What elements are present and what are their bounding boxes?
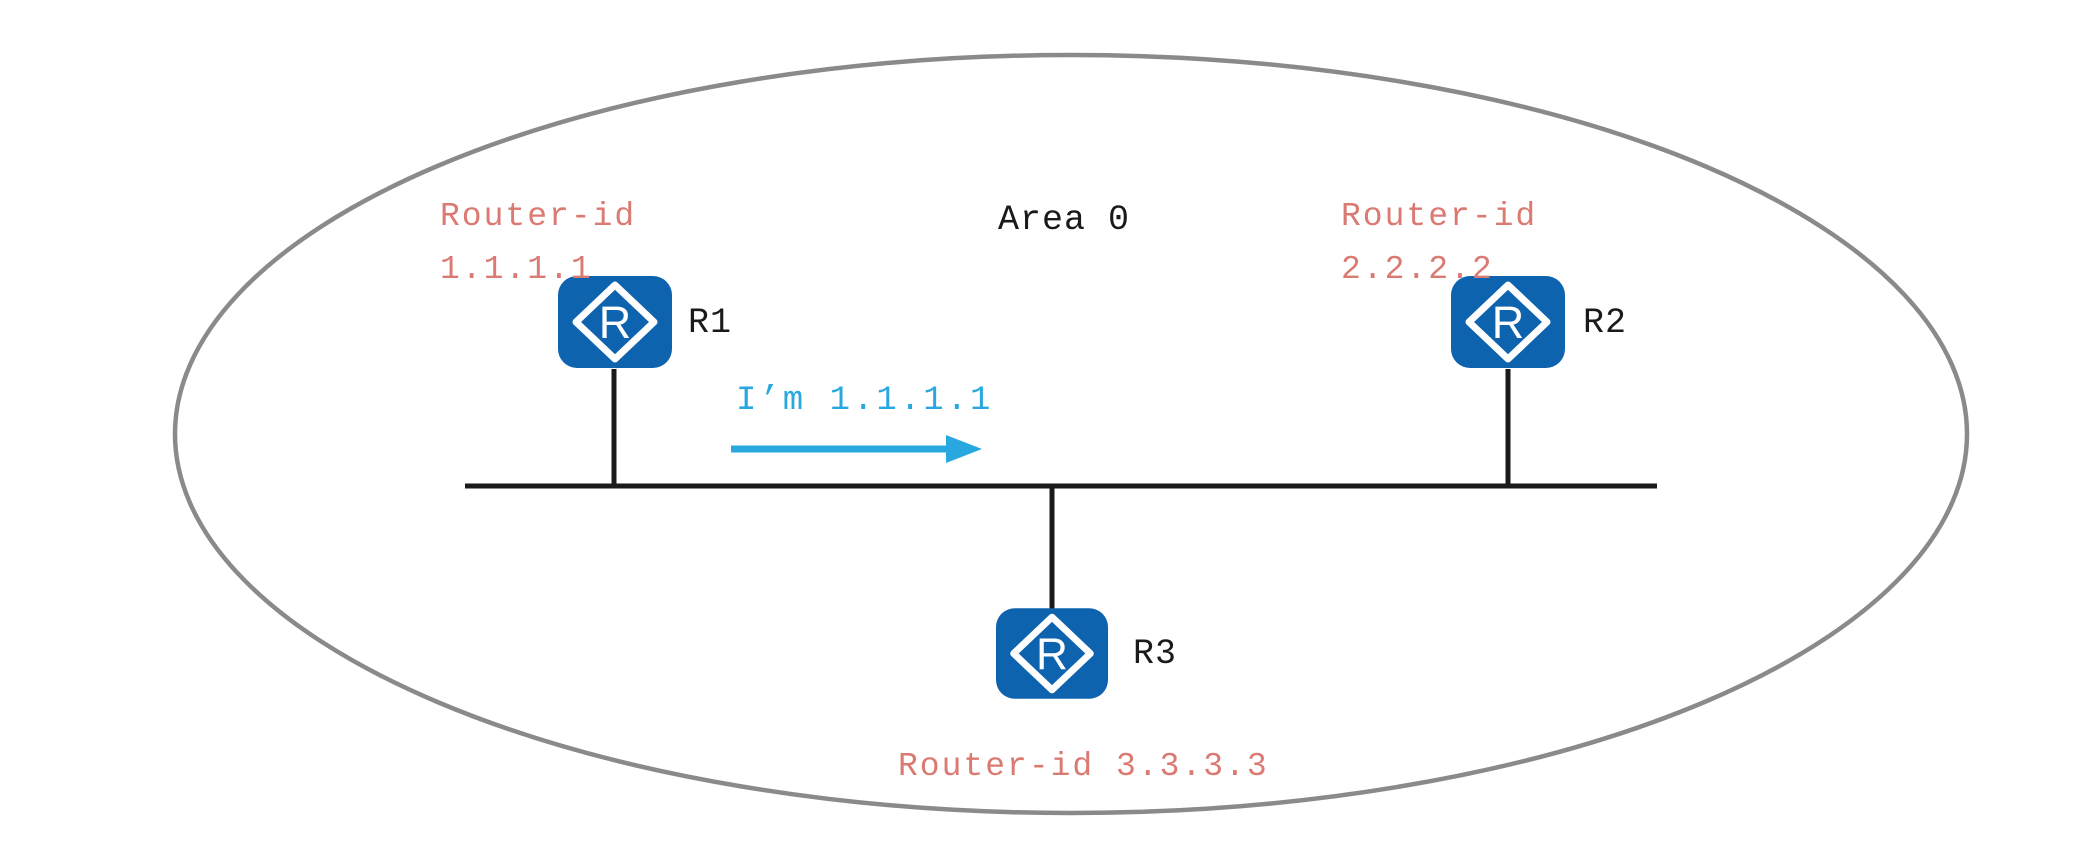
message-arrow-icon	[731, 435, 982, 463]
r2-router-id-label: Router-id 2.2.2.2	[1341, 190, 1537, 296]
area-boundary-ellipse	[172, 52, 1970, 816]
router-glyph-letter: R	[1492, 297, 1525, 348]
r3-router-icon: R	[995, 608, 1109, 699]
r1-router-id-line1: Router-id	[440, 198, 637, 235]
r1-name-label: R1	[688, 303, 733, 343]
r2-router-id-line1: Router-id	[1341, 198, 1538, 235]
hello-message-label: I’m 1.1.1.1	[736, 382, 994, 420]
r2-router-id-line2: 2.2.2.2	[1341, 251, 1494, 288]
r1-router-icon: R	[558, 276, 672, 368]
r3-name-label: R3	[1133, 634, 1178, 674]
router-glyph-letter: R	[1036, 630, 1068, 679]
r1-router-id-label: Router-id 1.1.1.1	[440, 190, 636, 296]
r1-router-id-line2: 1.1.1.1	[440, 251, 593, 288]
router-glyph-letter: R	[599, 297, 632, 348]
r2-router-icon: R	[1451, 276, 1565, 368]
r2-name-label: R2	[1583, 303, 1628, 343]
area-label: Area 0	[998, 200, 1131, 240]
r3-router-id-label: Router-id 3.3.3.3	[898, 748, 1269, 785]
